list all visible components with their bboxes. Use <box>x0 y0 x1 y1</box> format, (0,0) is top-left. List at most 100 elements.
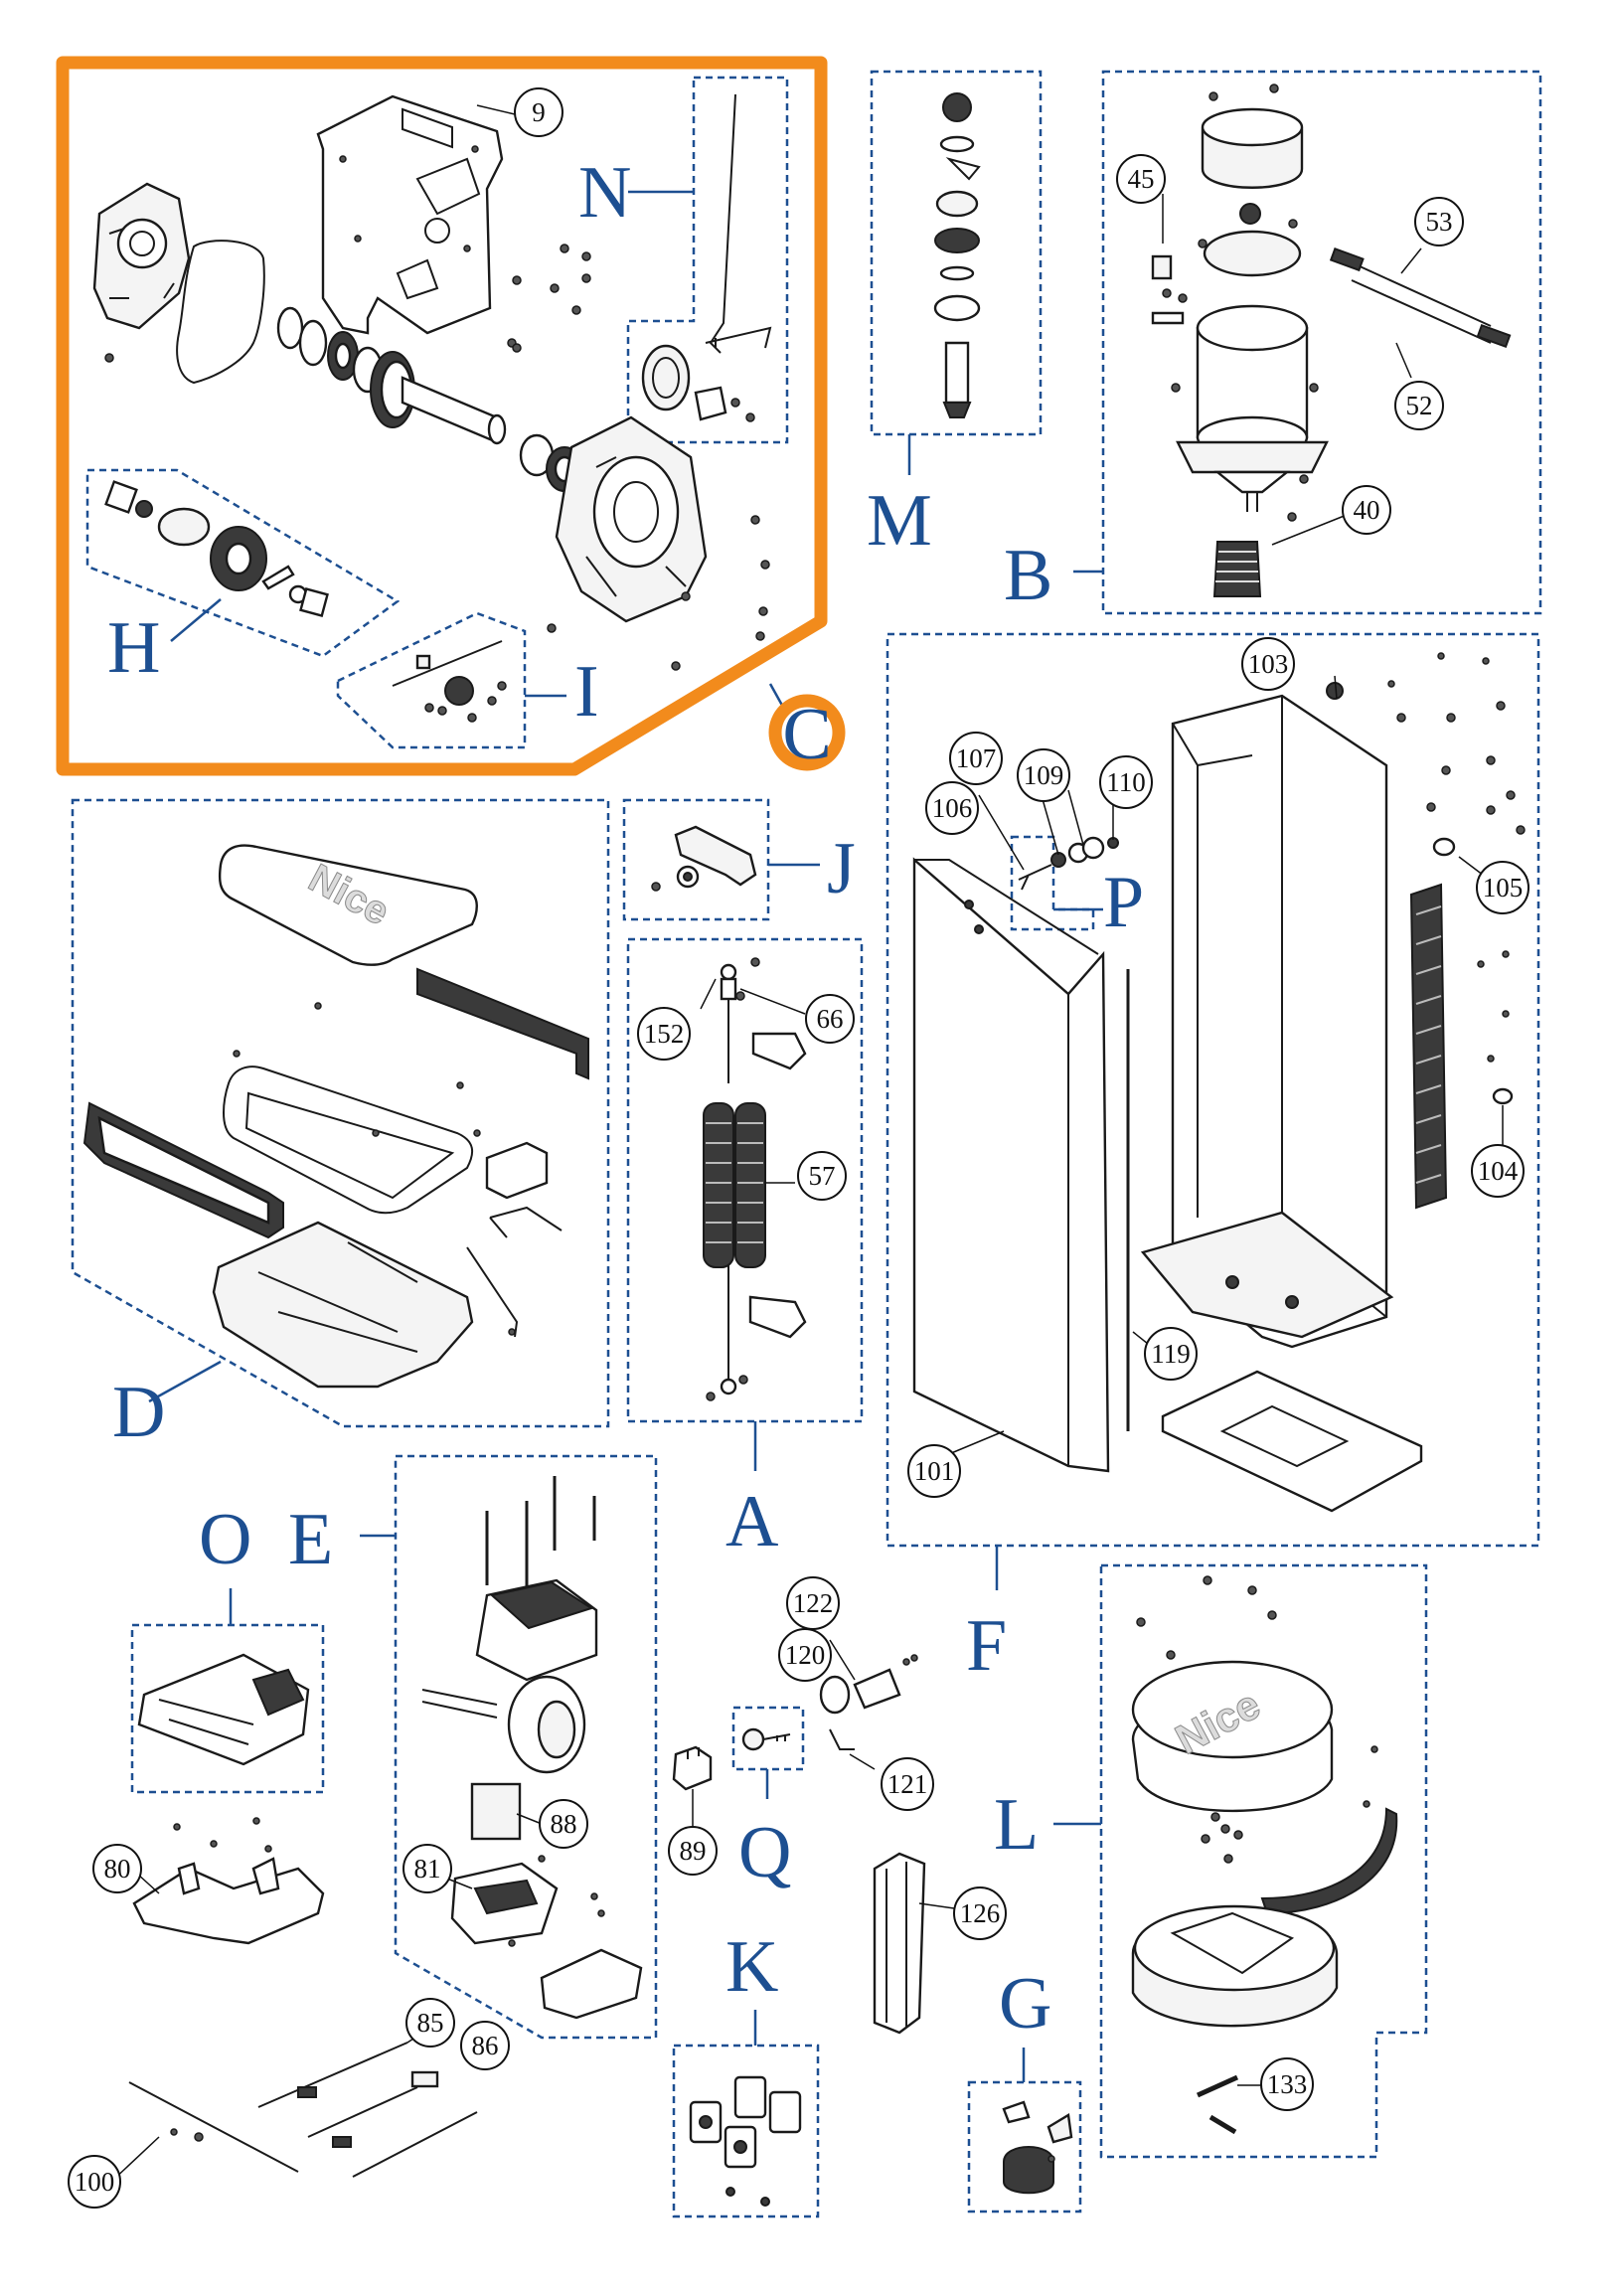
part-callout: 121 <box>881 1757 934 1811</box>
part-callout: 105 <box>1476 861 1530 914</box>
part-label: 105 <box>1483 873 1524 902</box>
left-housing-cover <box>92 182 191 330</box>
group-m-shaft-stack <box>870 70 1043 475</box>
part-label: 9 <box>532 97 546 127</box>
group-letter-f: F <box>966 1605 1007 1687</box>
part-label: 66 <box>817 1004 844 1034</box>
group-q-key <box>731 1706 805 1799</box>
part-callout: 106 <box>925 781 979 835</box>
group-letter-o: O <box>199 1499 251 1580</box>
gear-icon <box>370 351 507 445</box>
cable-icon <box>1329 247 1512 349</box>
motor-icon <box>1176 107 1329 512</box>
part-label: 106 <box>932 793 973 823</box>
part-callout: 109 <box>1017 748 1070 802</box>
spring-icon <box>1212 541 1262 597</box>
part-label: 120 <box>785 1640 826 1670</box>
part-callout: 52 <box>1394 381 1444 430</box>
part-89-terminal <box>672 1745 713 1829</box>
part-callout: 126 <box>953 1886 1007 1940</box>
screw-icon <box>104 244 770 671</box>
front-shell <box>912 857 1110 1473</box>
group-letter-m: M <box>867 480 932 562</box>
part-label: 152 <box>644 1019 685 1049</box>
part-label: 101 <box>914 1456 955 1486</box>
gasket-ring <box>176 240 265 385</box>
right-housing <box>555 415 708 623</box>
part-label: 52 <box>1406 391 1433 420</box>
group-letter-a: A <box>725 1481 778 1562</box>
group-o-receiver <box>130 1588 325 1794</box>
part-callout: 57 <box>797 1151 847 1201</box>
group-letter-j: J <box>827 828 856 909</box>
group-a-springs <box>626 937 864 1471</box>
part-label: 122 <box>793 1588 834 1618</box>
part-label: 89 <box>680 1836 707 1866</box>
group-letter-l: L <box>994 1784 1039 1866</box>
part-label: 104 <box>1478 1156 1519 1186</box>
part-callout: 120 <box>778 1628 832 1682</box>
part-callout: 103 <box>1241 637 1295 691</box>
part-label: 121 <box>887 1769 928 1799</box>
group-letter-i: I <box>574 651 599 733</box>
group-letters: N H I M B D J P A O E F L Q K G <box>107 152 1144 2045</box>
part-callout: 45 <box>1116 154 1166 204</box>
part-label: 40 <box>1354 495 1380 525</box>
group-b-motor <box>1073 70 1542 615</box>
part-callout: 80 <box>92 1844 142 1893</box>
part-label: 107 <box>956 743 997 773</box>
base-plate <box>1161 1370 1423 1513</box>
part-label: 57 <box>809 1161 836 1191</box>
part-label: 110 <box>1106 767 1146 797</box>
group-letter-n: N <box>578 152 631 234</box>
part-label: 126 <box>960 1898 1001 1928</box>
part-126-profile <box>873 1852 955 2035</box>
part-label: 103 <box>1248 649 1289 679</box>
part-callout: 89 <box>668 1826 718 1876</box>
part-callout: 88 <box>539 1799 588 1849</box>
part-number-bubbles: 9 45 53 52 40 103 107 109 110 106 105 10… <box>68 87 1530 2209</box>
part-callout: 40 <box>1342 485 1391 535</box>
part-callout: 152 <box>637 1007 691 1061</box>
part-callout: 101 <box>907 1444 961 1498</box>
part-label: 88 <box>551 1809 577 1839</box>
spring-icon <box>703 1102 766 1268</box>
part-callout: 110 <box>1099 755 1153 809</box>
part-callout: 66 <box>805 994 855 1044</box>
group-c-letter: C <box>782 694 831 775</box>
key-icon <box>741 1727 791 1751</box>
part-label: 100 <box>75 2167 115 2197</box>
group-d-cover: Nice <box>71 798 610 1428</box>
group-letter-g: G <box>999 1963 1051 2045</box>
part-label: 81 <box>414 1854 441 1884</box>
part-callout: 100 <box>68 2155 121 2209</box>
part-callout: 86 <box>460 2021 510 2070</box>
part-callout: 9 <box>514 87 564 137</box>
cable-icon <box>110 2032 478 2183</box>
group-c-marker: C <box>768 694 846 775</box>
group-letter-e: E <box>288 1499 333 1580</box>
column-body <box>1140 694 1394 1349</box>
part-callout: 85 <box>405 1998 455 2048</box>
chassis-plate <box>316 94 504 335</box>
part-callout: 104 <box>1471 1144 1525 1198</box>
part-label: 45 <box>1128 164 1155 194</box>
part-label: 53 <box>1426 207 1453 237</box>
group-c-gearbox: C <box>56 56 846 776</box>
group-j-bracket <box>622 798 820 921</box>
group-letter-k: K <box>725 1926 778 2008</box>
part-callout: 53 <box>1414 197 1464 246</box>
group-c-highlight-frame <box>56 56 828 776</box>
part-80-bracket <box>132 1817 325 1945</box>
group-letter-d: D <box>112 1372 165 1453</box>
part-callout: 133 <box>1260 2057 1314 2111</box>
group-e-electronics <box>360 1454 658 2040</box>
group-g-lamp <box>967 2048 1082 2214</box>
part-callout: 122 <box>786 1576 840 1630</box>
group-l-top-cap: Nice <box>1053 1563 1428 2159</box>
group-letter-q: Q <box>738 1812 791 1893</box>
part-label: 119 <box>1151 1339 1191 1369</box>
part-label: 85 <box>417 2008 444 2038</box>
part-label: 86 <box>472 2031 499 2060</box>
